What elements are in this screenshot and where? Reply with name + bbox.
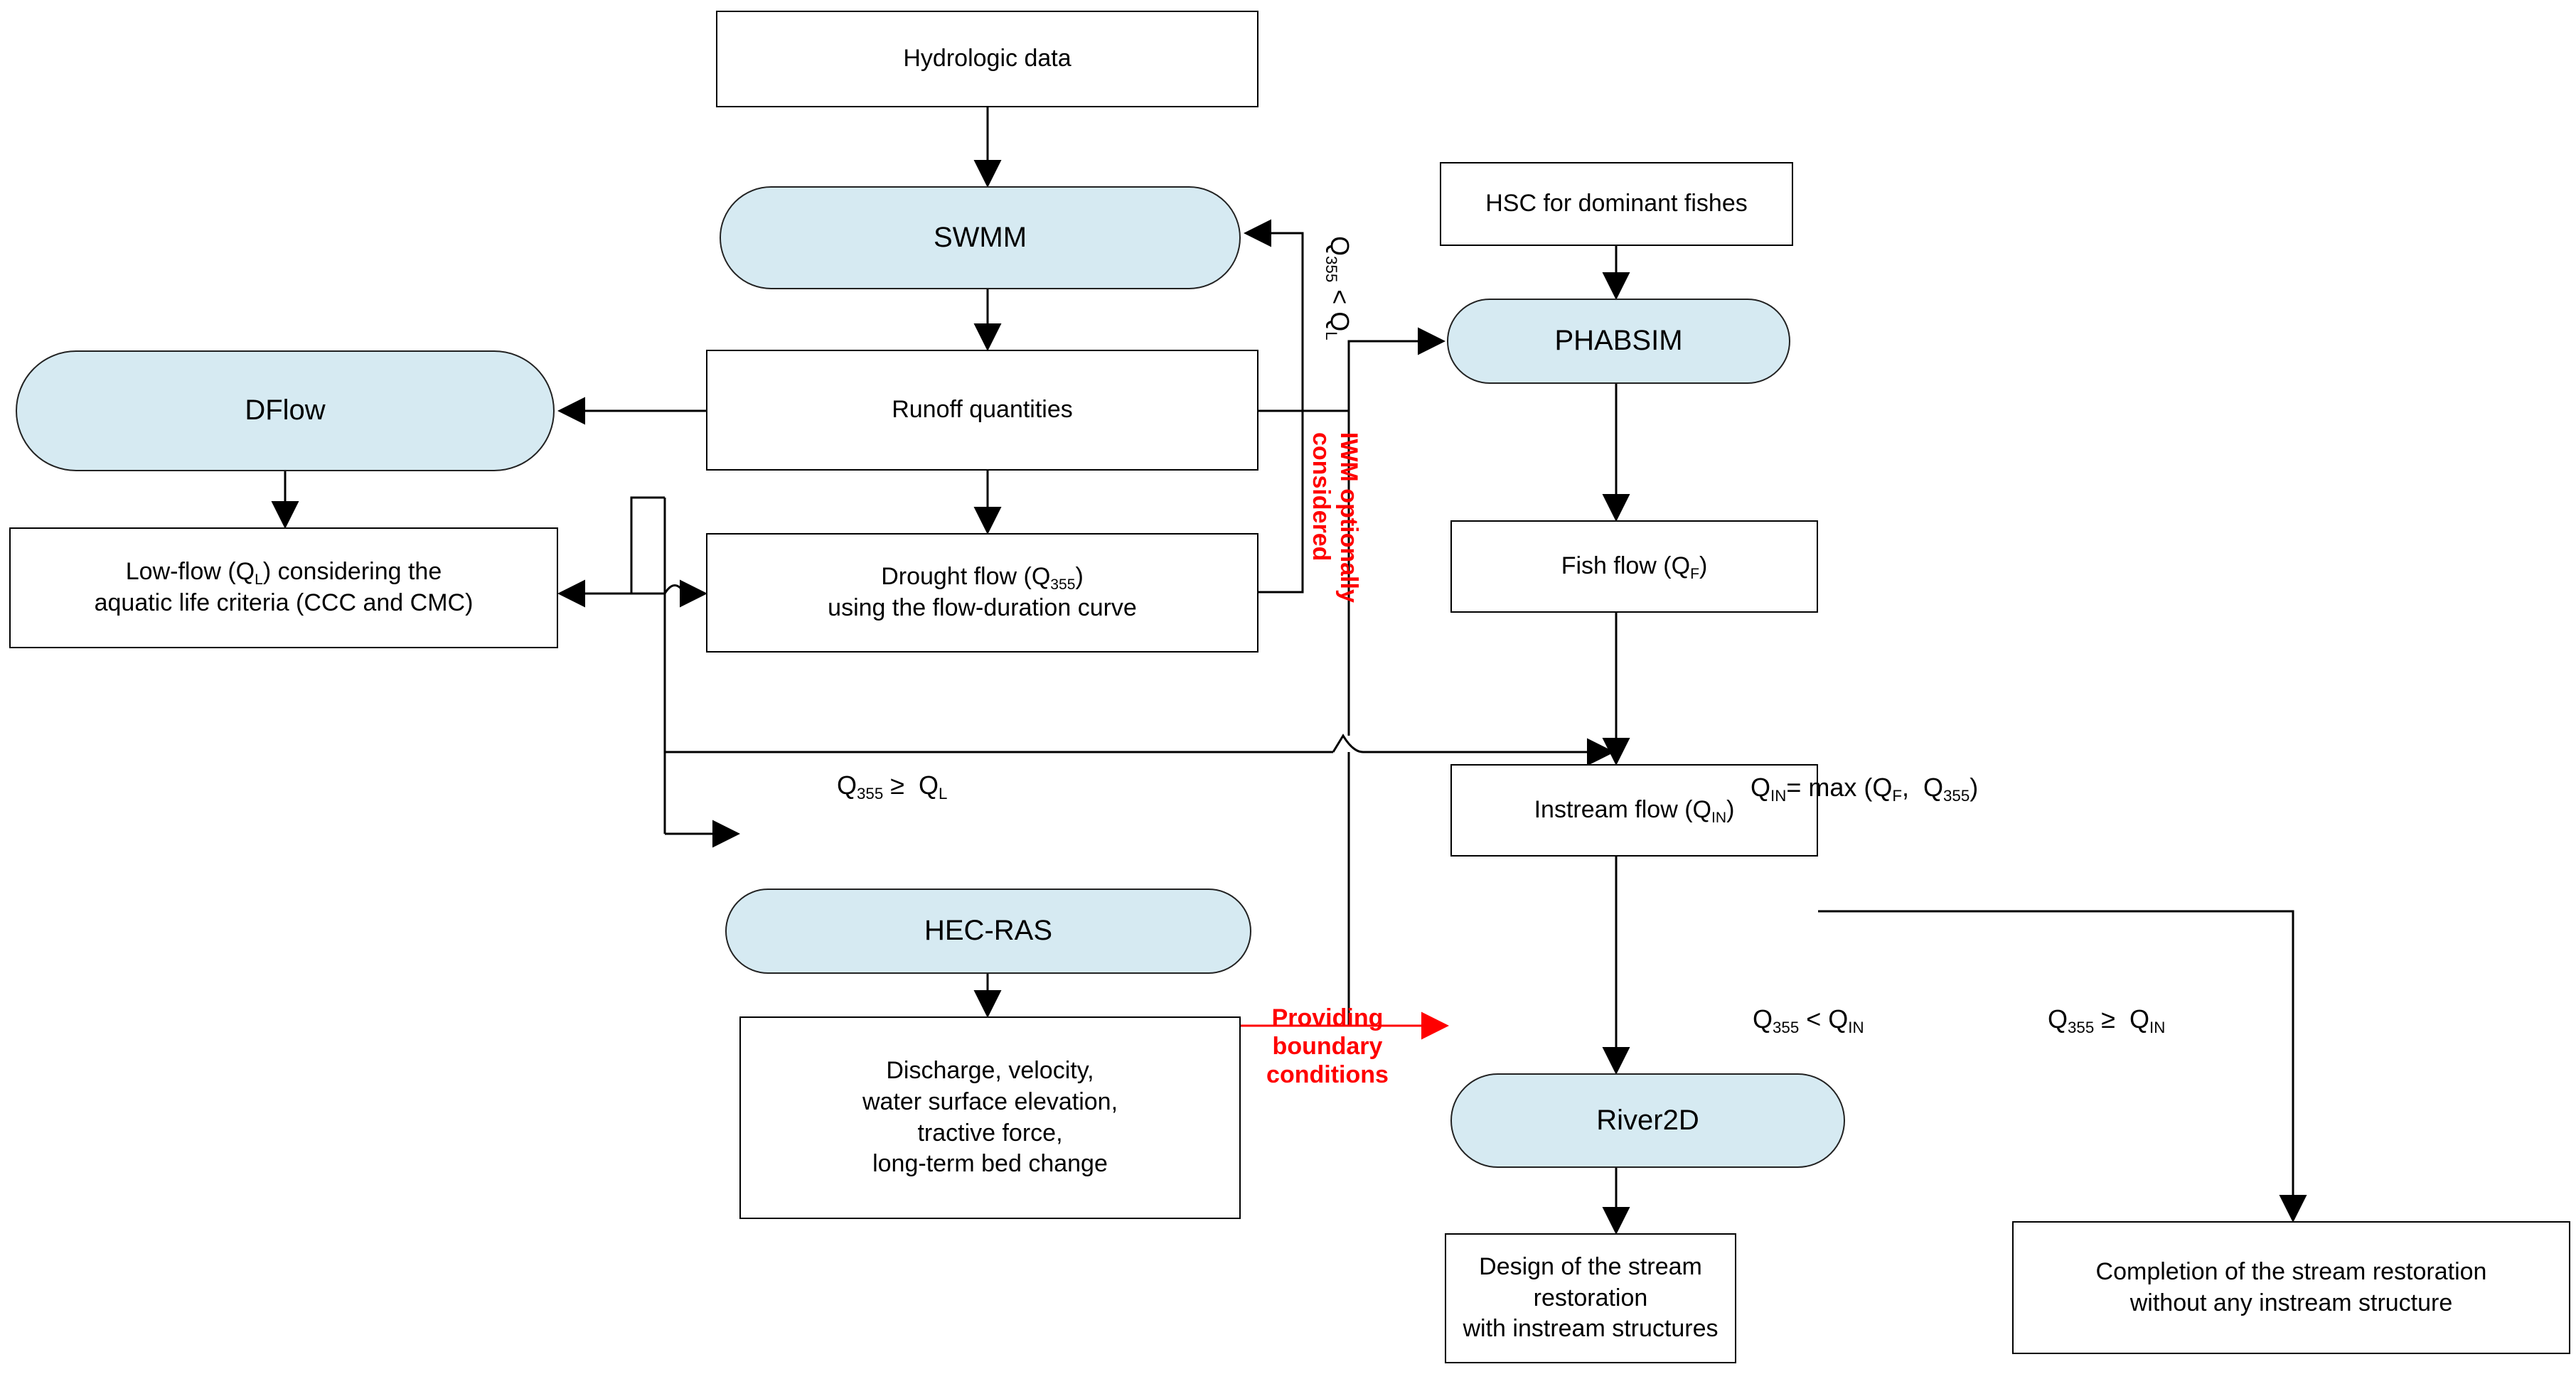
edge-label-q355-ge-ql: Q355 ≥ QL (837, 771, 948, 803)
node-dflow[interactable]: DFlow (16, 350, 555, 471)
node-swmm[interactable]: SWMM (720, 186, 1241, 289)
node-label: SWMM (933, 221, 1027, 253)
node-label: DFlow (245, 395, 326, 426)
node-phabsim[interactable]: PHABSIM (1447, 299, 1790, 384)
node-hsc-dominant-fishes[interactable]: HSC for dominant fishes (1440, 162, 1793, 246)
node-label: Instream flow (QIN) (1534, 796, 1735, 826)
node-label: Discharge, velocity,water surface elevat… (862, 1057, 1118, 1178)
node-drought-flow[interactable]: Drought flow (Q355)using the flow-durati… (706, 533, 1258, 653)
edge-label-q355-lt-qin: Q355 < QIN (1753, 1004, 1864, 1036)
node-label: Fish flow (QF) (1561, 552, 1708, 582)
node-runoff-quantities[interactable]: Runoff quantities (706, 350, 1258, 471)
node-label: PHABSIM (1554, 325, 1683, 357)
node-label: Drought flow (Q355)using the flow-durati… (828, 563, 1137, 621)
node-label: River2D (1596, 1104, 1699, 1136)
edge-label-q355-ge-qin: Q355 ≥ QIN (2048, 1004, 2166, 1036)
node-instream-flow[interactable]: Instream flow (QIN) (1450, 764, 1818, 857)
edge-label-q355-lt-ql: Q355 < QL (1322, 236, 1354, 340)
node-label: Hydrologic data (903, 45, 1071, 73)
edge-label-qin-max: QIN= max (QF, Q355) (1751, 773, 1979, 805)
node-hydrologic-data[interactable]: Hydrologic data (716, 11, 1258, 107)
node-label: HSC for dominant fishes (1485, 190, 1748, 218)
node-label: HEC-RAS (924, 915, 1053, 947)
node-hec-ras[interactable]: HEC-RAS (725, 889, 1251, 974)
node-discharge-results[interactable]: Discharge, velocity,water surface elevat… (739, 1016, 1241, 1219)
node-fish-flow[interactable]: Fish flow (QF) (1450, 520, 1818, 613)
node-label: Runoff quantities (892, 396, 1073, 424)
node-river2d[interactable]: River2D (1450, 1073, 1845, 1168)
